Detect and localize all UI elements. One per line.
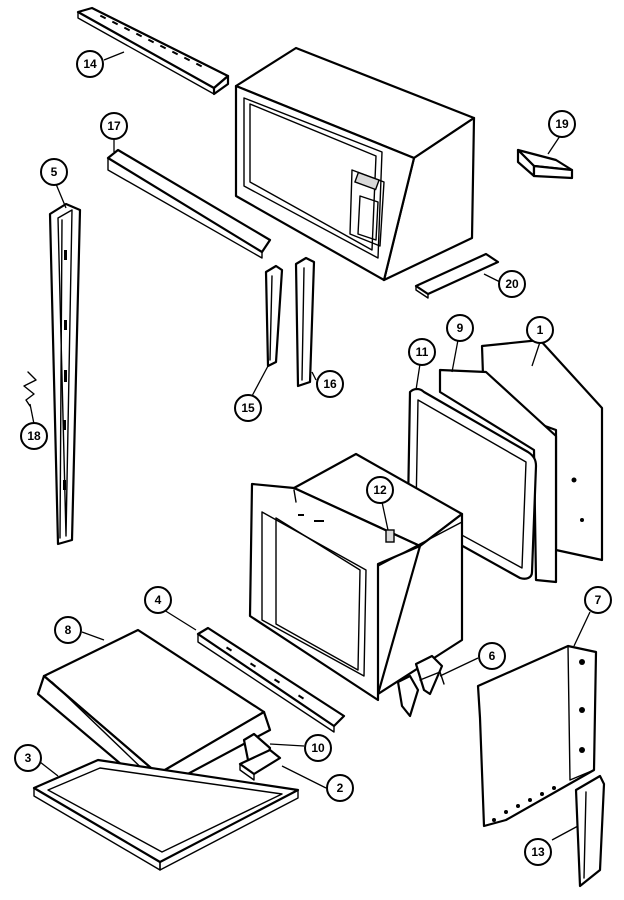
oven-cavity-frame (248, 452, 464, 702)
leader-lines (29, 51, 591, 841)
svg-text:1: 1 (537, 323, 544, 337)
callout-16: 16 (316, 370, 344, 398)
part-angled-channel (196, 626, 346, 733)
callout-2: 2 (326, 774, 354, 802)
part-door-hinge (396, 654, 445, 718)
svg-text:14: 14 (83, 57, 97, 71)
part-base-frame (32, 758, 300, 871)
callout-13: 13 (524, 838, 552, 866)
part-vertical-side-trim (48, 202, 82, 546)
svg-text:10: 10 (311, 741, 325, 755)
callout-9: 9 (446, 314, 474, 342)
svg-text:20: 20 (505, 277, 519, 291)
callout-12: 12 (366, 476, 394, 504)
svg-text:16: 16 (323, 377, 337, 391)
part-bottom-tray (36, 628, 272, 794)
part-spring-clip (23, 371, 37, 407)
svg-text:8: 8 (65, 623, 72, 637)
callout-1: 1 (526, 316, 554, 344)
microwave-cabinet (234, 46, 476, 282)
callout-14: 14 (76, 50, 104, 78)
svg-text:17: 17 (107, 119, 121, 133)
svg-text:7: 7 (595, 593, 602, 607)
part-vertical-bracket-left (264, 264, 284, 368)
part-insulation-sheet (438, 368, 558, 584)
callout-18: 18 (20, 422, 48, 450)
svg-text:18: 18 (27, 429, 41, 443)
part-top-vent-strip (76, 6, 230, 96)
part-narrow-trim (574, 774, 606, 888)
callout-11: 11 (408, 338, 436, 366)
part-angle-rail (106, 148, 272, 259)
callout-10: 10 (304, 734, 332, 762)
part-flat-plate (414, 252, 500, 299)
svg-text:11: 11 (416, 345, 429, 359)
callout-6: 6 (478, 642, 506, 670)
svg-text:2: 2 (337, 781, 344, 795)
svg-text:6: 6 (489, 649, 496, 663)
svg-text:3: 3 (25, 751, 32, 765)
callout-7: 7 (584, 586, 612, 614)
callout-8: 8 (54, 616, 82, 644)
callout-19: 19 (548, 110, 576, 138)
callout-3: 3 (14, 744, 42, 772)
callout-5: 5 (40, 158, 68, 186)
callout-15: 15 (234, 394, 262, 422)
svg-text:4: 4 (155, 593, 162, 607)
svg-text:19: 19 (555, 117, 569, 131)
svg-text:5: 5 (51, 165, 58, 179)
callout-4: 4 (144, 586, 172, 614)
part-vertical-bracket-right (294, 256, 316, 388)
part-base-bracket (238, 748, 282, 781)
svg-text:13: 13 (531, 845, 545, 859)
svg-text:9: 9 (457, 321, 464, 335)
svg-text:15: 15 (241, 401, 255, 415)
callout-20: 20 (498, 270, 526, 298)
callout-17: 17 (100, 112, 128, 140)
svg-text:12: 12 (373, 483, 387, 497)
part-side-panel (476, 644, 598, 828)
part-small-bracket-upper (516, 148, 574, 180)
